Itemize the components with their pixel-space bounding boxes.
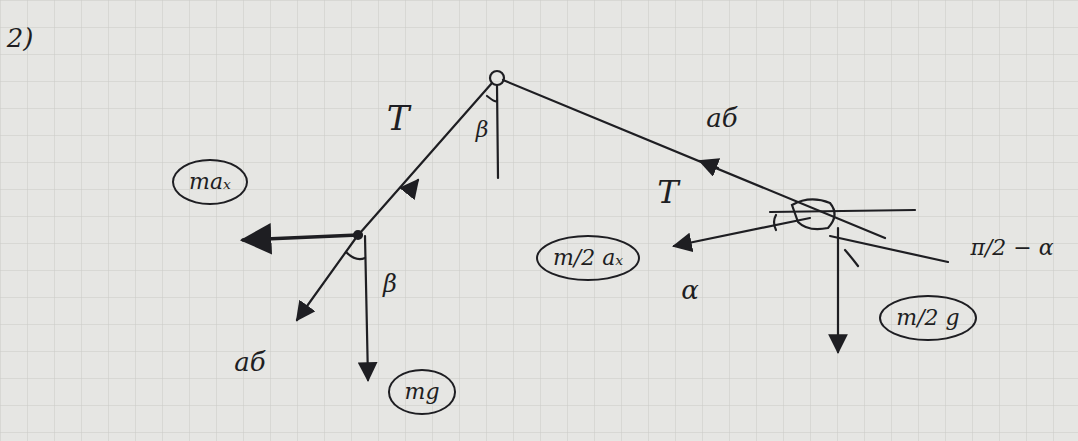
force-callout: mg (388, 369, 457, 415)
angle-arc (774, 215, 776, 230)
angle-label: β (476, 119, 489, 141)
angle-label: β (383, 272, 397, 296)
acceleration-label: aб (234, 349, 265, 375)
tension-arrow (700, 161, 718, 168)
tension-arrow (410, 180, 418, 190)
incline-reference (770, 210, 915, 212)
angle-label: π/2 − α (970, 237, 1053, 259)
angle-leader (830, 236, 948, 262)
angle-arc (845, 250, 858, 266)
right-string (503, 80, 885, 238)
gravity-arrow (837, 228, 839, 352)
inertial-force-arrow (674, 218, 810, 246)
force-label: m/2 g (896, 307, 959, 329)
left-string (360, 83, 492, 233)
force-callout: maₓ (172, 159, 248, 205)
acceleration-arrow (297, 235, 358, 320)
inertial-force-arrow (243, 235, 358, 240)
force-label: m/2 aₓ (553, 247, 623, 269)
force-callout: m/2 aₓ (536, 235, 640, 281)
angle-label: α (681, 277, 699, 303)
tension-label: T (657, 176, 678, 208)
force-callout: m/2 g (879, 295, 976, 341)
angle-arc (346, 252, 365, 259)
force-label: mg (405, 381, 440, 403)
problem-number: 2) (7, 25, 34, 51)
angle-arc (487, 96, 497, 101)
tension-label: T (387, 101, 410, 135)
block (792, 199, 835, 229)
force-label: maₓ (189, 171, 231, 193)
acceleration-label: aб (706, 105, 737, 131)
